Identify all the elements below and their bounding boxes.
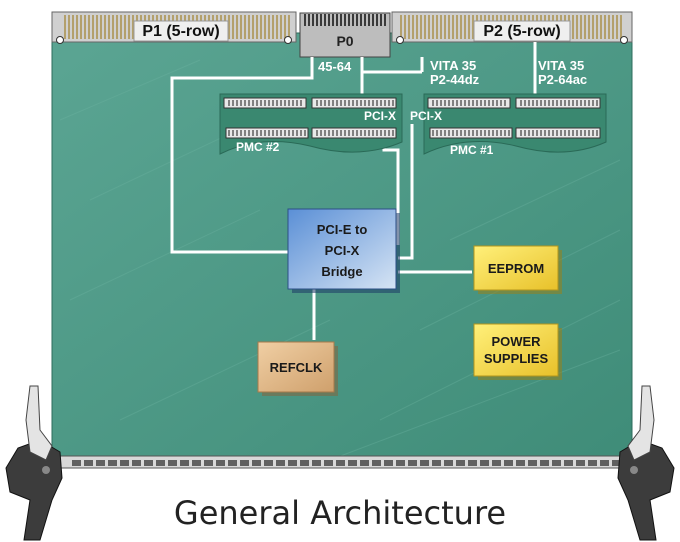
p2-label: P2 (5-row) xyxy=(483,23,560,40)
p0-pins-label: 45-64 xyxy=(318,59,352,74)
diagram-caption: General Architecture xyxy=(173,494,507,532)
left-ejector-handle xyxy=(5,385,63,541)
pcix-right-label: PCI-X xyxy=(410,109,442,123)
bridge-line-1: PCI-E to xyxy=(317,222,368,237)
vita-right-line1: VITA 35 xyxy=(538,58,584,73)
pmc1-label: PMC #1 xyxy=(450,143,494,157)
p0-connector: P0 xyxy=(299,12,391,58)
pmc2-label: PMC #2 xyxy=(236,140,280,154)
power-supplies-block: POWER SUPPLIES xyxy=(473,323,562,380)
vita-left-line2: P2-44dz xyxy=(430,72,480,87)
refclk-label: REFCLK xyxy=(270,360,323,375)
p1-label: P1 (5-row) xyxy=(142,23,219,40)
eeprom-block: EEPROM xyxy=(473,245,562,294)
pcix-left-label: PCI-X xyxy=(364,109,396,123)
p1-connector: P1 (5-row) xyxy=(51,11,297,44)
vita-left-line1: VITA 35 xyxy=(430,58,476,73)
refclk-block: REFCLK xyxy=(257,341,338,396)
bridge-line-3: Bridge xyxy=(321,264,362,279)
pmc-site-2: PMC #2 xyxy=(219,93,403,155)
p0-label: P0 xyxy=(336,33,353,49)
p2-connector: P2 (5-row) xyxy=(391,11,633,44)
bridge-line-2: PCI-X xyxy=(325,243,360,258)
right-ejector-handle xyxy=(617,385,675,541)
power-line-2: SUPPLIES xyxy=(484,351,549,366)
bottom-edge-teeth xyxy=(70,459,620,466)
vita-right-line2: P2-64ac xyxy=(538,72,587,87)
power-line-1: POWER xyxy=(491,334,541,349)
eeprom-label: EEPROM xyxy=(488,261,544,276)
pmc-site-1: PMC #1 xyxy=(423,93,607,157)
pcie-pcix-bridge-block: PCI-E to PCI-X Bridge xyxy=(287,208,400,293)
